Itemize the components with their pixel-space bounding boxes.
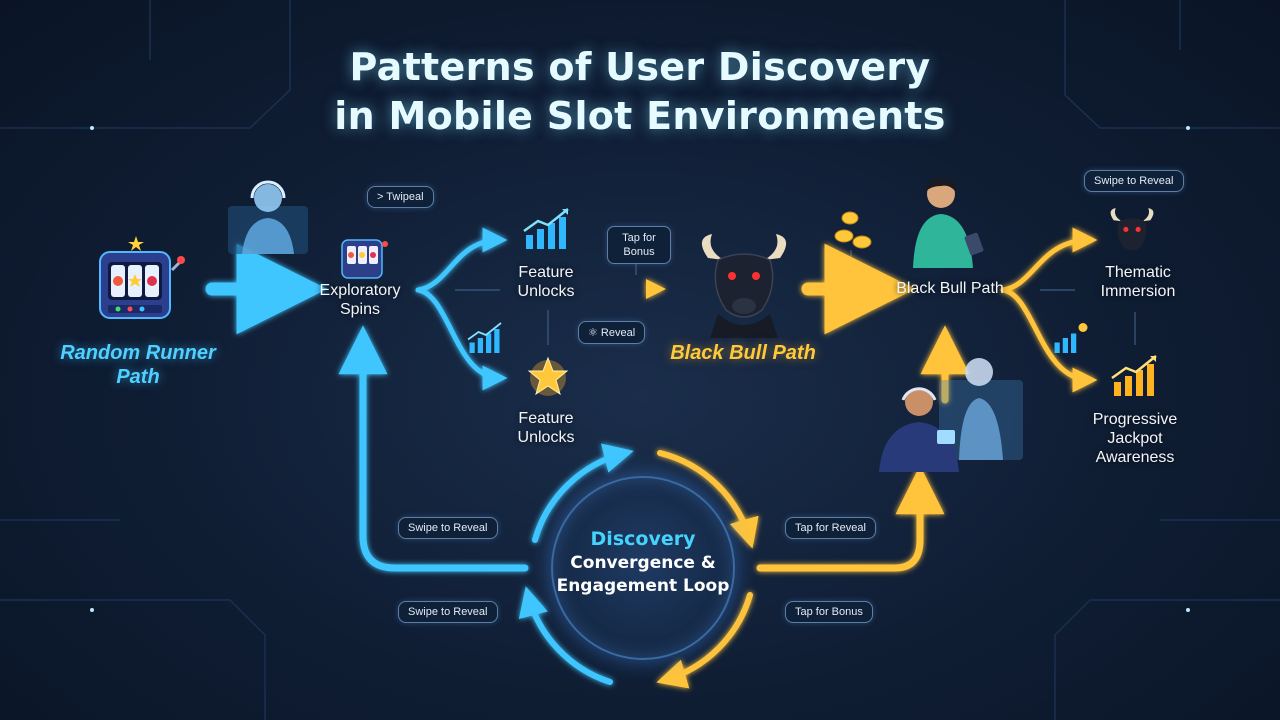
gold-coins-icon <box>834 211 872 249</box>
swipe-to-reveal-pill-left-1[interactable]: Swipe to Reveal <box>398 517 498 539</box>
user-headset-icon <box>228 180 308 254</box>
slot-machine-icon <box>99 236 185 319</box>
black-bull-path-label: Black Bull Path <box>896 280 1004 297</box>
thematic-immersion-label: Thematic Immersion <box>1100 264 1176 300</box>
progressive-jackpot-label: Progressive Jackpot Awareness <box>1092 411 1178 466</box>
tap-for-bonus-pill-top[interactable]: Tap for Bonus <box>607 226 671 264</box>
feature-unlocks-bottom-label: Feature Unlocks <box>517 410 575 446</box>
feature-unlocks-top-label: Feature Unlocks <box>517 264 575 300</box>
growth-chart-icon-small <box>467 322 502 353</box>
random-runner-path-label: Random Runner Path <box>60 342 216 388</box>
user-with-phone-icon <box>913 177 984 268</box>
jackpot-chart-icon <box>1111 355 1157 396</box>
bull-head-icon <box>1110 208 1154 251</box>
twipeal-pill[interactable]: > Twipeal <box>367 186 434 208</box>
swipe-to-reveal-pill-top-right[interactable]: Swipe to Reveal <box>1084 170 1184 192</box>
black-bull-icon <box>701 234 787 338</box>
discovery-convergence-hub[interactable]: Discovery Convergence & Engagement Loop <box>551 476 735 660</box>
tap-for-bonus-pill-right[interactable]: Tap for Bonus <box>785 601 873 623</box>
title-line-1: Patterns of User Discovery <box>349 45 931 89</box>
black-bull-path-title: Black Bull Path <box>670 342 816 364</box>
gold-chart-icon-small <box>1054 323 1088 353</box>
hub-subtitle: Convergence & Engagement Loop <box>556 553 730 596</box>
growth-chart-icon <box>523 208 569 249</box>
tap-for-reveal-pill[interactable]: Tap for Reveal <box>785 517 876 539</box>
swipe-to-reveal-pill-left-2[interactable]: Swipe to Reveal <box>398 601 498 623</box>
hub-title: Discovery <box>590 528 696 550</box>
reveal-pill[interactable]: ⚛ Reveal <box>578 321 646 344</box>
users-with-tablet-icon <box>879 358 1023 472</box>
small-slot-machine-icon <box>341 239 388 279</box>
reveal-icon: ⚛ <box>588 327 601 339</box>
star-badge-icon <box>527 356 569 396</box>
exploratory-spins-label: Exploratory Spins <box>319 282 401 318</box>
title-line-2: in Mobile Slot Environments <box>334 94 946 138</box>
